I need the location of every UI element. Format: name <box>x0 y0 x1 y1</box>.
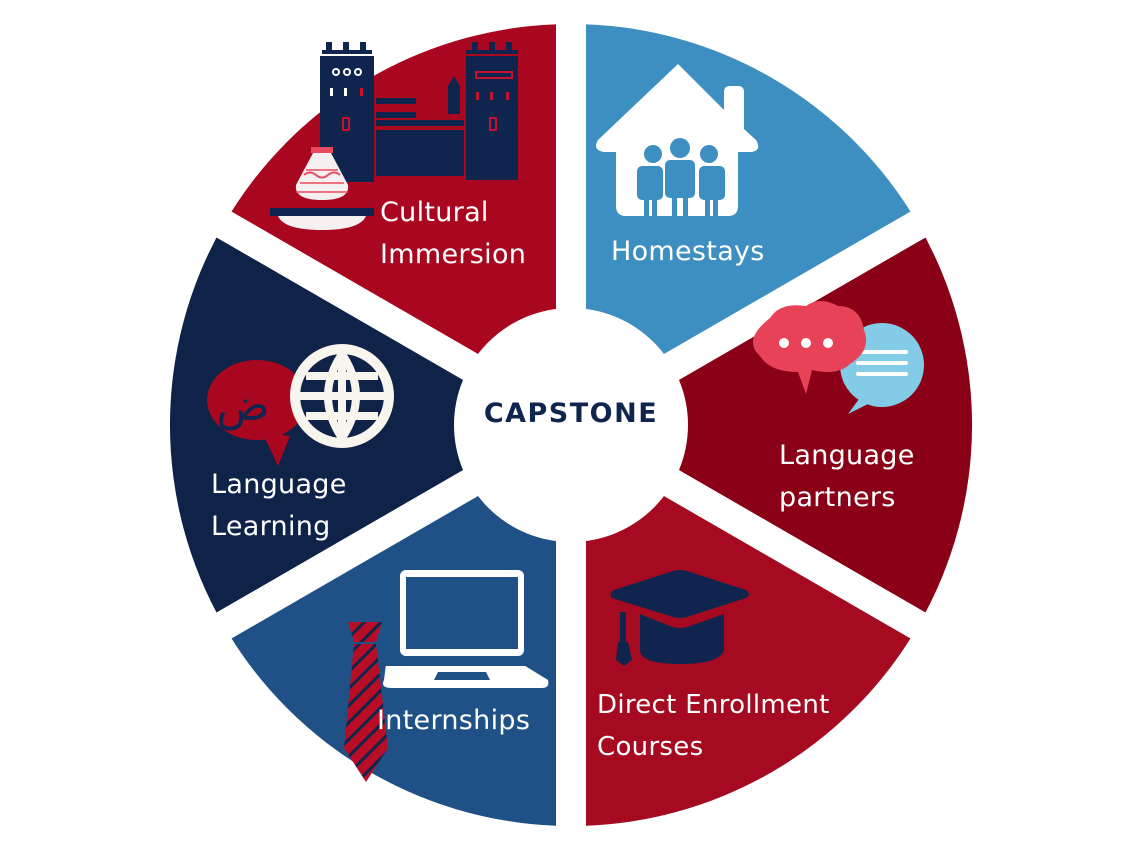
segment-direct-enrollment <box>571 425 919 826</box>
chat-bubbles-icon <box>752 301 924 414</box>
label-line-2: Immersion <box>380 239 527 270</box>
label-line-1: Language <box>211 469 347 500</box>
label-line-2: Learning <box>211 511 331 542</box>
segment-internships <box>223 425 571 826</box>
label-line-1: Direct Enrollment <box>597 690 830 720</box>
label-line-1: Homestays <box>611 236 765 267</box>
center-title: CAPSTONE <box>483 398 659 429</box>
label-direct-enrollment-courses: Direct Enrollment Courses <box>597 684 830 768</box>
arabic-speech-bubble-and-globe-icon: ض <box>207 344 394 466</box>
kasbah-icon <box>320 42 518 182</box>
house-with-family-icon <box>596 64 759 216</box>
label-line-2: partners <box>779 482 896 513</box>
label-line-2: Courses <box>597 732 704 762</box>
kasbah-windows <box>330 68 513 131</box>
label-language-partners: Language partners <box>779 435 915 519</box>
label-internships: Internships <box>377 700 530 742</box>
label-homestays: Homestays <box>611 231 765 273</box>
label-line-1: Cultural <box>380 197 489 228</box>
label-cultural-immersion: Cultural Immersion <box>380 192 526 276</box>
tagine-icon <box>270 147 374 230</box>
label-line-1: Internships <box>377 705 531 736</box>
arabic-letter: ض <box>216 380 269 431</box>
label-line-1: Language <box>779 440 915 471</box>
laptop-and-tie-icon <box>344 570 549 782</box>
graduation-cap-icon <box>610 570 749 666</box>
label-language-learning: Language Learning <box>211 464 347 548</box>
center-circle <box>454 308 688 542</box>
